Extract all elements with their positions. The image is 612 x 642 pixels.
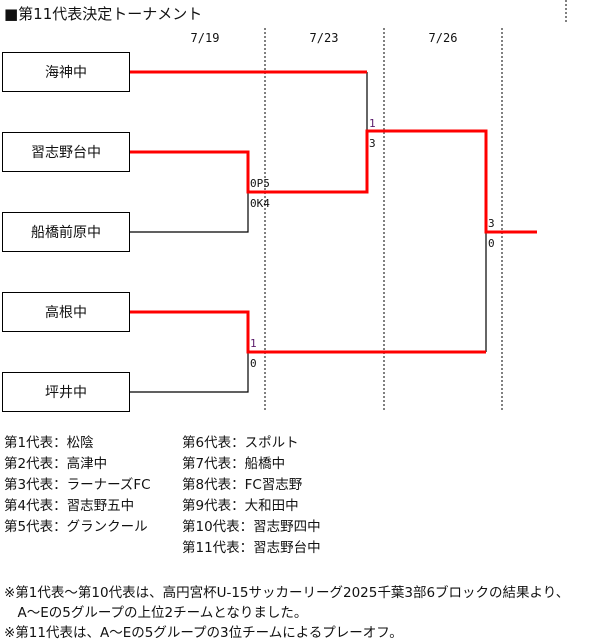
- list-item: 第4代表：習志野五中: [4, 498, 135, 514]
- score: 0: [488, 237, 495, 250]
- representatives-right: 第6代表：スポルト 第7代表：船橋中 第8代表：FC習志野 第9代表：大和田中 …: [182, 433, 321, 559]
- page-title: ■第11代表決定トーナメント: [4, 5, 203, 23]
- list-item: 第6代表：スポルト: [182, 435, 299, 451]
- representatives-left: 第1代表：松陰 第2代表：高津中 第3代表：ラーナーズFC 第4代表：習志野五中…: [4, 433, 151, 538]
- list-item: 第8代表：FC習志野: [182, 477, 303, 493]
- score: 0K4: [250, 197, 270, 210]
- round-dividers: [264, 0, 567, 412]
- list-item: 第2代表：高津中: [4, 456, 108, 472]
- score: 3: [488, 217, 495, 230]
- team-box: 船橋前原中: [2, 212, 130, 252]
- score: 0: [250, 357, 257, 370]
- line-takane: [130, 310, 486, 354]
- line-narashinodai-win: [130, 129, 537, 234]
- line-funabashimaehara: [130, 192, 249, 233]
- list-item: 第3代表：ラーナーズFC: [4, 477, 151, 493]
- list-item: 第11代表：習志野台中: [182, 540, 321, 556]
- date-round2: 7/23: [309, 31, 339, 45]
- score: 1: [369, 117, 376, 130]
- list-item: 第10代表：習志野四中: [182, 519, 321, 535]
- score: 0P5: [250, 177, 270, 190]
- date-round3: 7/26: [428, 31, 458, 45]
- list-item: 第5代表：グランクール: [4, 519, 148, 535]
- team-box: 習志野台中: [2, 132, 130, 172]
- team-box: 高根中: [2, 292, 130, 332]
- note-line: ※第1代表～第10代表は、高円宮杯U-15サッカーリーグ2025千葉3部6ブロッ…: [4, 585, 570, 601]
- line-tsuboi: [130, 352, 249, 393]
- list-item: 第9代表：大和田中: [182, 498, 299, 514]
- score: 1: [250, 337, 257, 350]
- note-line: A～Eの5グループの上位2チームとなりました。: [4, 605, 308, 621]
- date-round1: 7/19: [190, 31, 220, 45]
- team-box: 海神中: [2, 52, 130, 92]
- team-box: 坪井中: [2, 372, 130, 412]
- list-item: 第7代表：船橋中: [182, 456, 286, 472]
- list-item: 第1代表：松陰: [4, 435, 94, 451]
- score: 3: [369, 137, 376, 150]
- note-line: ※第11代表は、A～Eの5グループの3位チームによるプレーオフ。: [4, 625, 403, 641]
